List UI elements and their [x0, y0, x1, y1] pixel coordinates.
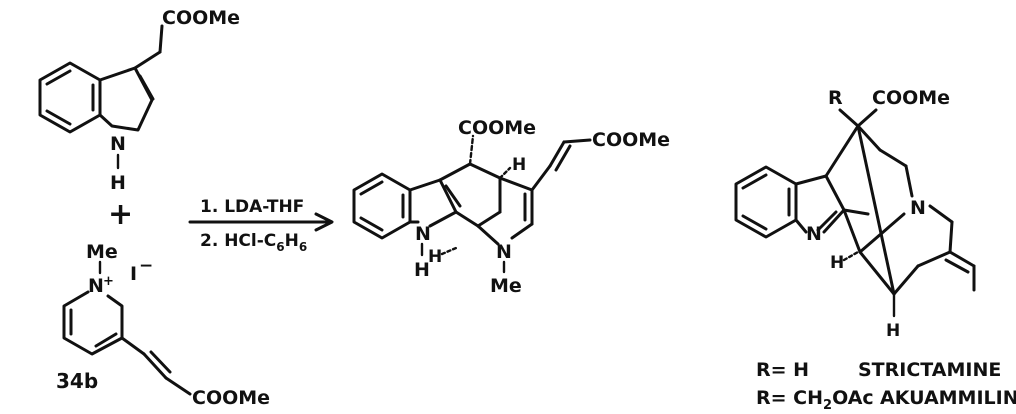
legend-row-1-name: STRICTAMINE [858, 359, 1001, 381]
ring-bond [794, 218, 808, 234]
ring-bond [794, 174, 828, 186]
legend-row-2-name: AKUAMMILINE [880, 387, 1016, 409]
cage-bond [904, 164, 914, 198]
cage-bond [842, 208, 862, 254]
indole-h-label: H [110, 172, 126, 194]
ring-bond [498, 176, 534, 192]
product-n-label: N [496, 241, 512, 263]
target-h-left-label: H [830, 253, 844, 273]
aromatic-bond [359, 216, 384, 232]
cage-bond [928, 204, 954, 224]
aromatic-bond [741, 173, 768, 190]
ester-bond [164, 376, 192, 396]
ethylidene-double-bond [944, 258, 970, 274]
legend-row-2-r: R= CH2OAc [756, 387, 874, 413]
target-indolenine-n-label: N [806, 223, 822, 245]
cage-bond [858, 212, 906, 254]
aromatic-bond [359, 180, 384, 196]
aromatic-bond [45, 109, 72, 126]
aromatic-bond [94, 332, 118, 348]
ch2-bond [158, 24, 164, 54]
h-hash-bond [498, 166, 512, 180]
product-methyl-label: Me [490, 275, 522, 297]
cage-bond [824, 124, 860, 178]
pyridine-ring [62, 290, 124, 356]
ester-bond [856, 108, 878, 128]
plus-sign: + [108, 197, 133, 232]
indole-n-label: N [110, 133, 126, 155]
pyrrole-bond [428, 210, 458, 228]
target-structure: R COOMe N N H [734, 87, 1016, 413]
target-ester-label: COOMe [872, 87, 950, 109]
pyridinium-structure: Me N + I − COOMe 34b [56, 241, 270, 409]
pyridinium-methyl-label: Me [86, 241, 118, 263]
product-indole-h-label: H [414, 259, 430, 281]
cage-bond [856, 124, 882, 152]
aromatic-bond [741, 214, 768, 231]
pyrrole-bond [438, 178, 458, 214]
r-bond [838, 108, 860, 128]
indole-ester-structure: COOMe N H [38, 7, 240, 194]
target-r-label: R [828, 87, 843, 109]
vinyl-double-bond [149, 350, 172, 374]
vinyl-bond [120, 336, 146, 356]
ethylidene-bond [948, 250, 976, 268]
product-structure: N H N Me H COOMe H COOMe [352, 117, 670, 297]
pyrrole-bond [408, 178, 442, 192]
compound-number: 34b [56, 369, 98, 393]
reagent-step-2: 2. HCl-C6H6 [200, 231, 307, 254]
target-benzene-ring [734, 165, 798, 239]
ch2-bond [133, 50, 162, 70]
cage-bond [916, 250, 952, 268]
pyridinium-ester-label: COOMe [192, 387, 270, 409]
product-h-left-label: H [428, 247, 442, 267]
ring-bond [824, 174, 846, 212]
pyrrole-double-bond [138, 74, 155, 101]
reagent-step-1: 1. LDA-THF [200, 197, 304, 217]
vinyl-bond [530, 164, 552, 192]
pyridinium-n-label: N [88, 275, 104, 297]
ester-bond [562, 138, 592, 144]
cn-double-bond [816, 210, 838, 232]
vinyl-bond [548, 140, 566, 168]
pyridinium-charge-label: + [103, 274, 114, 289]
product-ester-right-label: COOMe [592, 129, 670, 151]
legend-row-1-r: R= H [756, 359, 809, 381]
counterion-label: I [130, 263, 137, 285]
pyrrole-double-bond [444, 184, 462, 208]
target-h-bottom-label: H [886, 321, 900, 341]
indole-ester-label: COOMe [162, 7, 240, 29]
cage-bond [892, 264, 920, 296]
ester-hash-bond [468, 134, 475, 166]
ring-bond [468, 162, 502, 180]
vinyl-bond [142, 352, 168, 380]
target-ring-n-label: N [910, 197, 926, 219]
product-indole-n-label: N [415, 223, 431, 245]
cage-bond [856, 124, 896, 296]
pyrrole-ring [98, 66, 154, 132]
cage-bond [948, 220, 954, 254]
vinyl-double-bond [554, 144, 572, 172]
aromatic-bond [45, 69, 72, 86]
product-ester-top-label: COOMe [458, 117, 536, 139]
ring-bond [476, 210, 502, 228]
h-hash-bond [842, 250, 860, 262]
benzene-ring [38, 61, 102, 134]
ring-bond [438, 162, 472, 182]
ring-bond [476, 224, 500, 246]
cage-bond [878, 148, 908, 168]
h-hash-bond [440, 246, 458, 256]
counterion-charge: − [139, 256, 153, 276]
ring-bond [510, 222, 534, 240]
arrow-head [314, 212, 334, 232]
reaction-arrow: 1. LDA-THF 2. HCl-C6H6 [188, 197, 334, 254]
product-h-top-label: H [512, 155, 526, 175]
cage-bond [842, 208, 870, 216]
cage-bond [858, 250, 896, 296]
ring-bond [454, 210, 480, 228]
ring-bond [822, 208, 846, 234]
